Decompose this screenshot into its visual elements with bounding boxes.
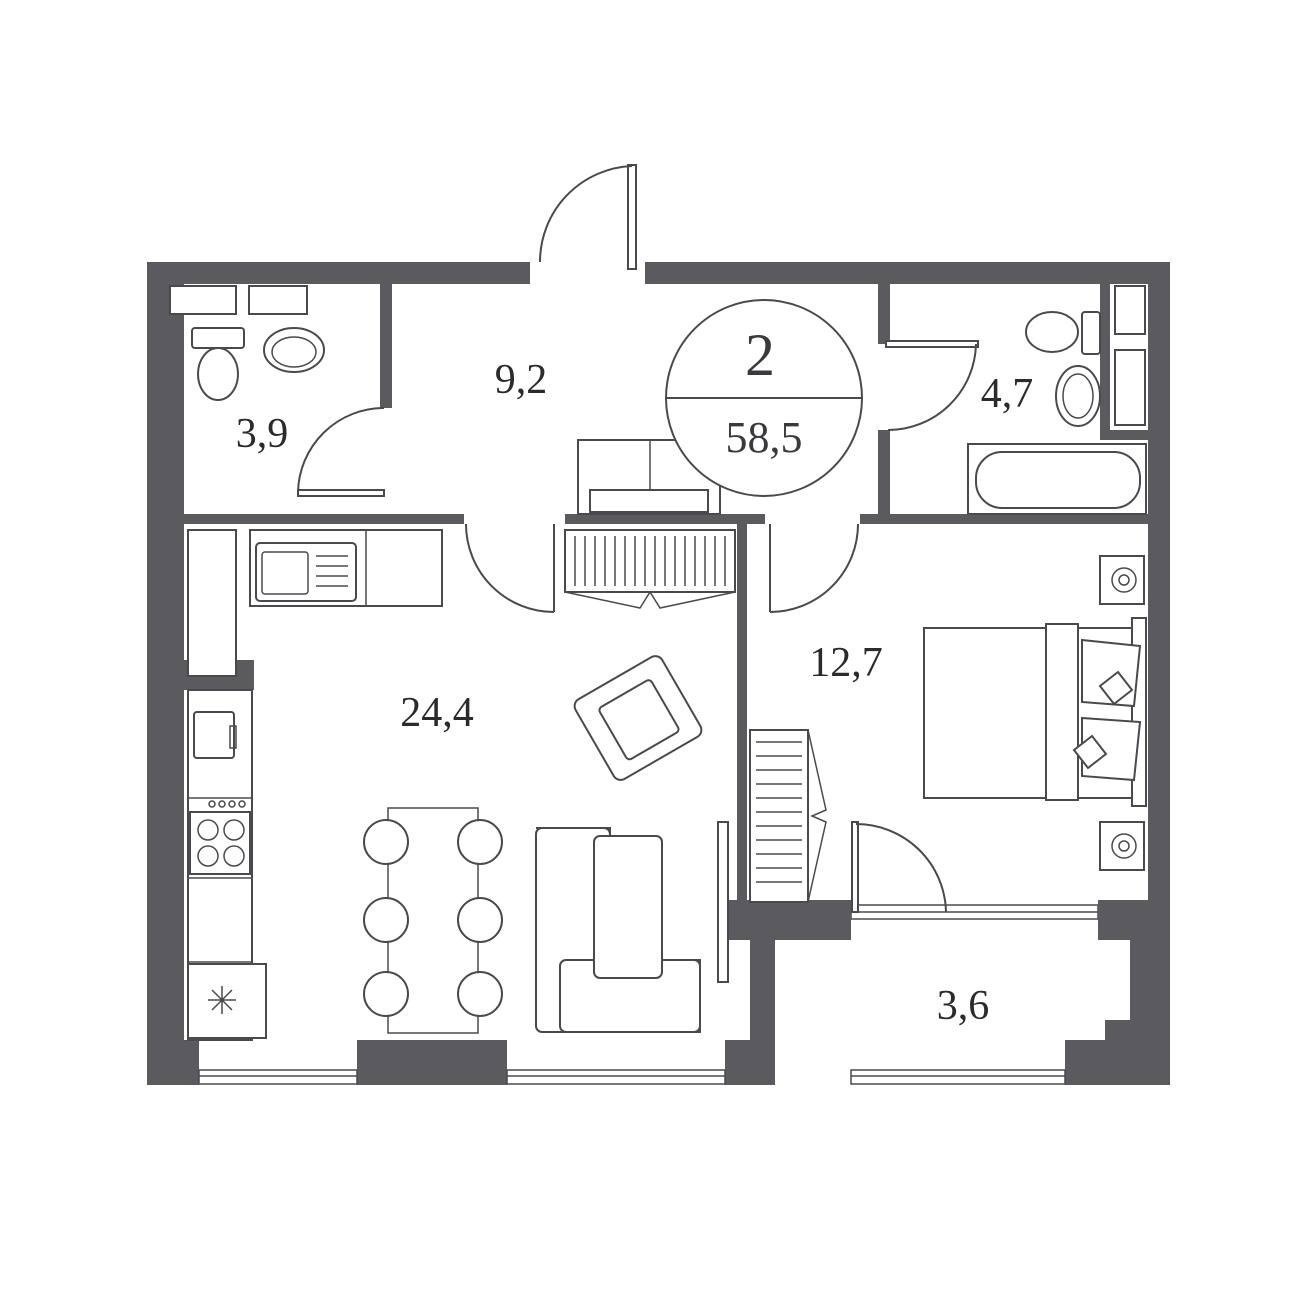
- tv-icon: [717, 821, 729, 983]
- toilet-icon: [1025, 311, 1101, 355]
- wardrobe-bedroom: [749, 729, 827, 903]
- room-area-bathroom-left: 3,9: [236, 411, 289, 457]
- fridge-icon: [187, 963, 267, 1039]
- total-area: 58,5: [726, 413, 803, 462]
- ventilation-shafts: [169, 285, 1146, 677]
- room-area-kitchen-living: 24,4: [400, 690, 474, 736]
- armchair-icon: [573, 655, 703, 781]
- wardrobe-hall: [564, 529, 736, 609]
- apartment-badge: 2 58,5: [665, 299, 863, 497]
- bathroom-left-door[interactable]: [297, 407, 385, 497]
- interior-walls: [184, 284, 1170, 1085]
- exterior-walls: [147, 262, 1170, 1085]
- rooms-count: 2: [745, 322, 775, 388]
- toilet-icon: [191, 327, 245, 401]
- bedside-table: [1099, 821, 1145, 871]
- stove-icon: [189, 800, 251, 875]
- bedside-table: [1099, 555, 1145, 605]
- bathroom-right-door[interactable]: [885, 340, 979, 431]
- sink-icon: [263, 327, 325, 373]
- hall-bench: [577, 439, 721, 515]
- sink-icon: [1055, 365, 1101, 427]
- microwave-icon: [193, 711, 237, 759]
- windows: [198, 904, 1099, 1085]
- room-area-hall: 9,2: [495, 357, 548, 403]
- room-area-bedroom: 12,7: [809, 640, 883, 686]
- room-area-bathroom-right: 4,7: [981, 371, 1034, 417]
- entrance-door[interactable]: [538, 164, 637, 270]
- room-area-balcony: 3,6: [937, 983, 990, 1029]
- bedroom-door[interactable]: [769, 523, 859, 613]
- bathtub-icon: [967, 443, 1147, 515]
- dining-chairs: [363, 819, 503, 1017]
- kitchen-sink-icon: [255, 542, 357, 602]
- corner-sofa: [535, 827, 701, 1033]
- kitchen-door[interactable]: [465, 523, 555, 613]
- double-bed: [923, 617, 1147, 807]
- balcony-door[interactable]: [851, 821, 947, 913]
